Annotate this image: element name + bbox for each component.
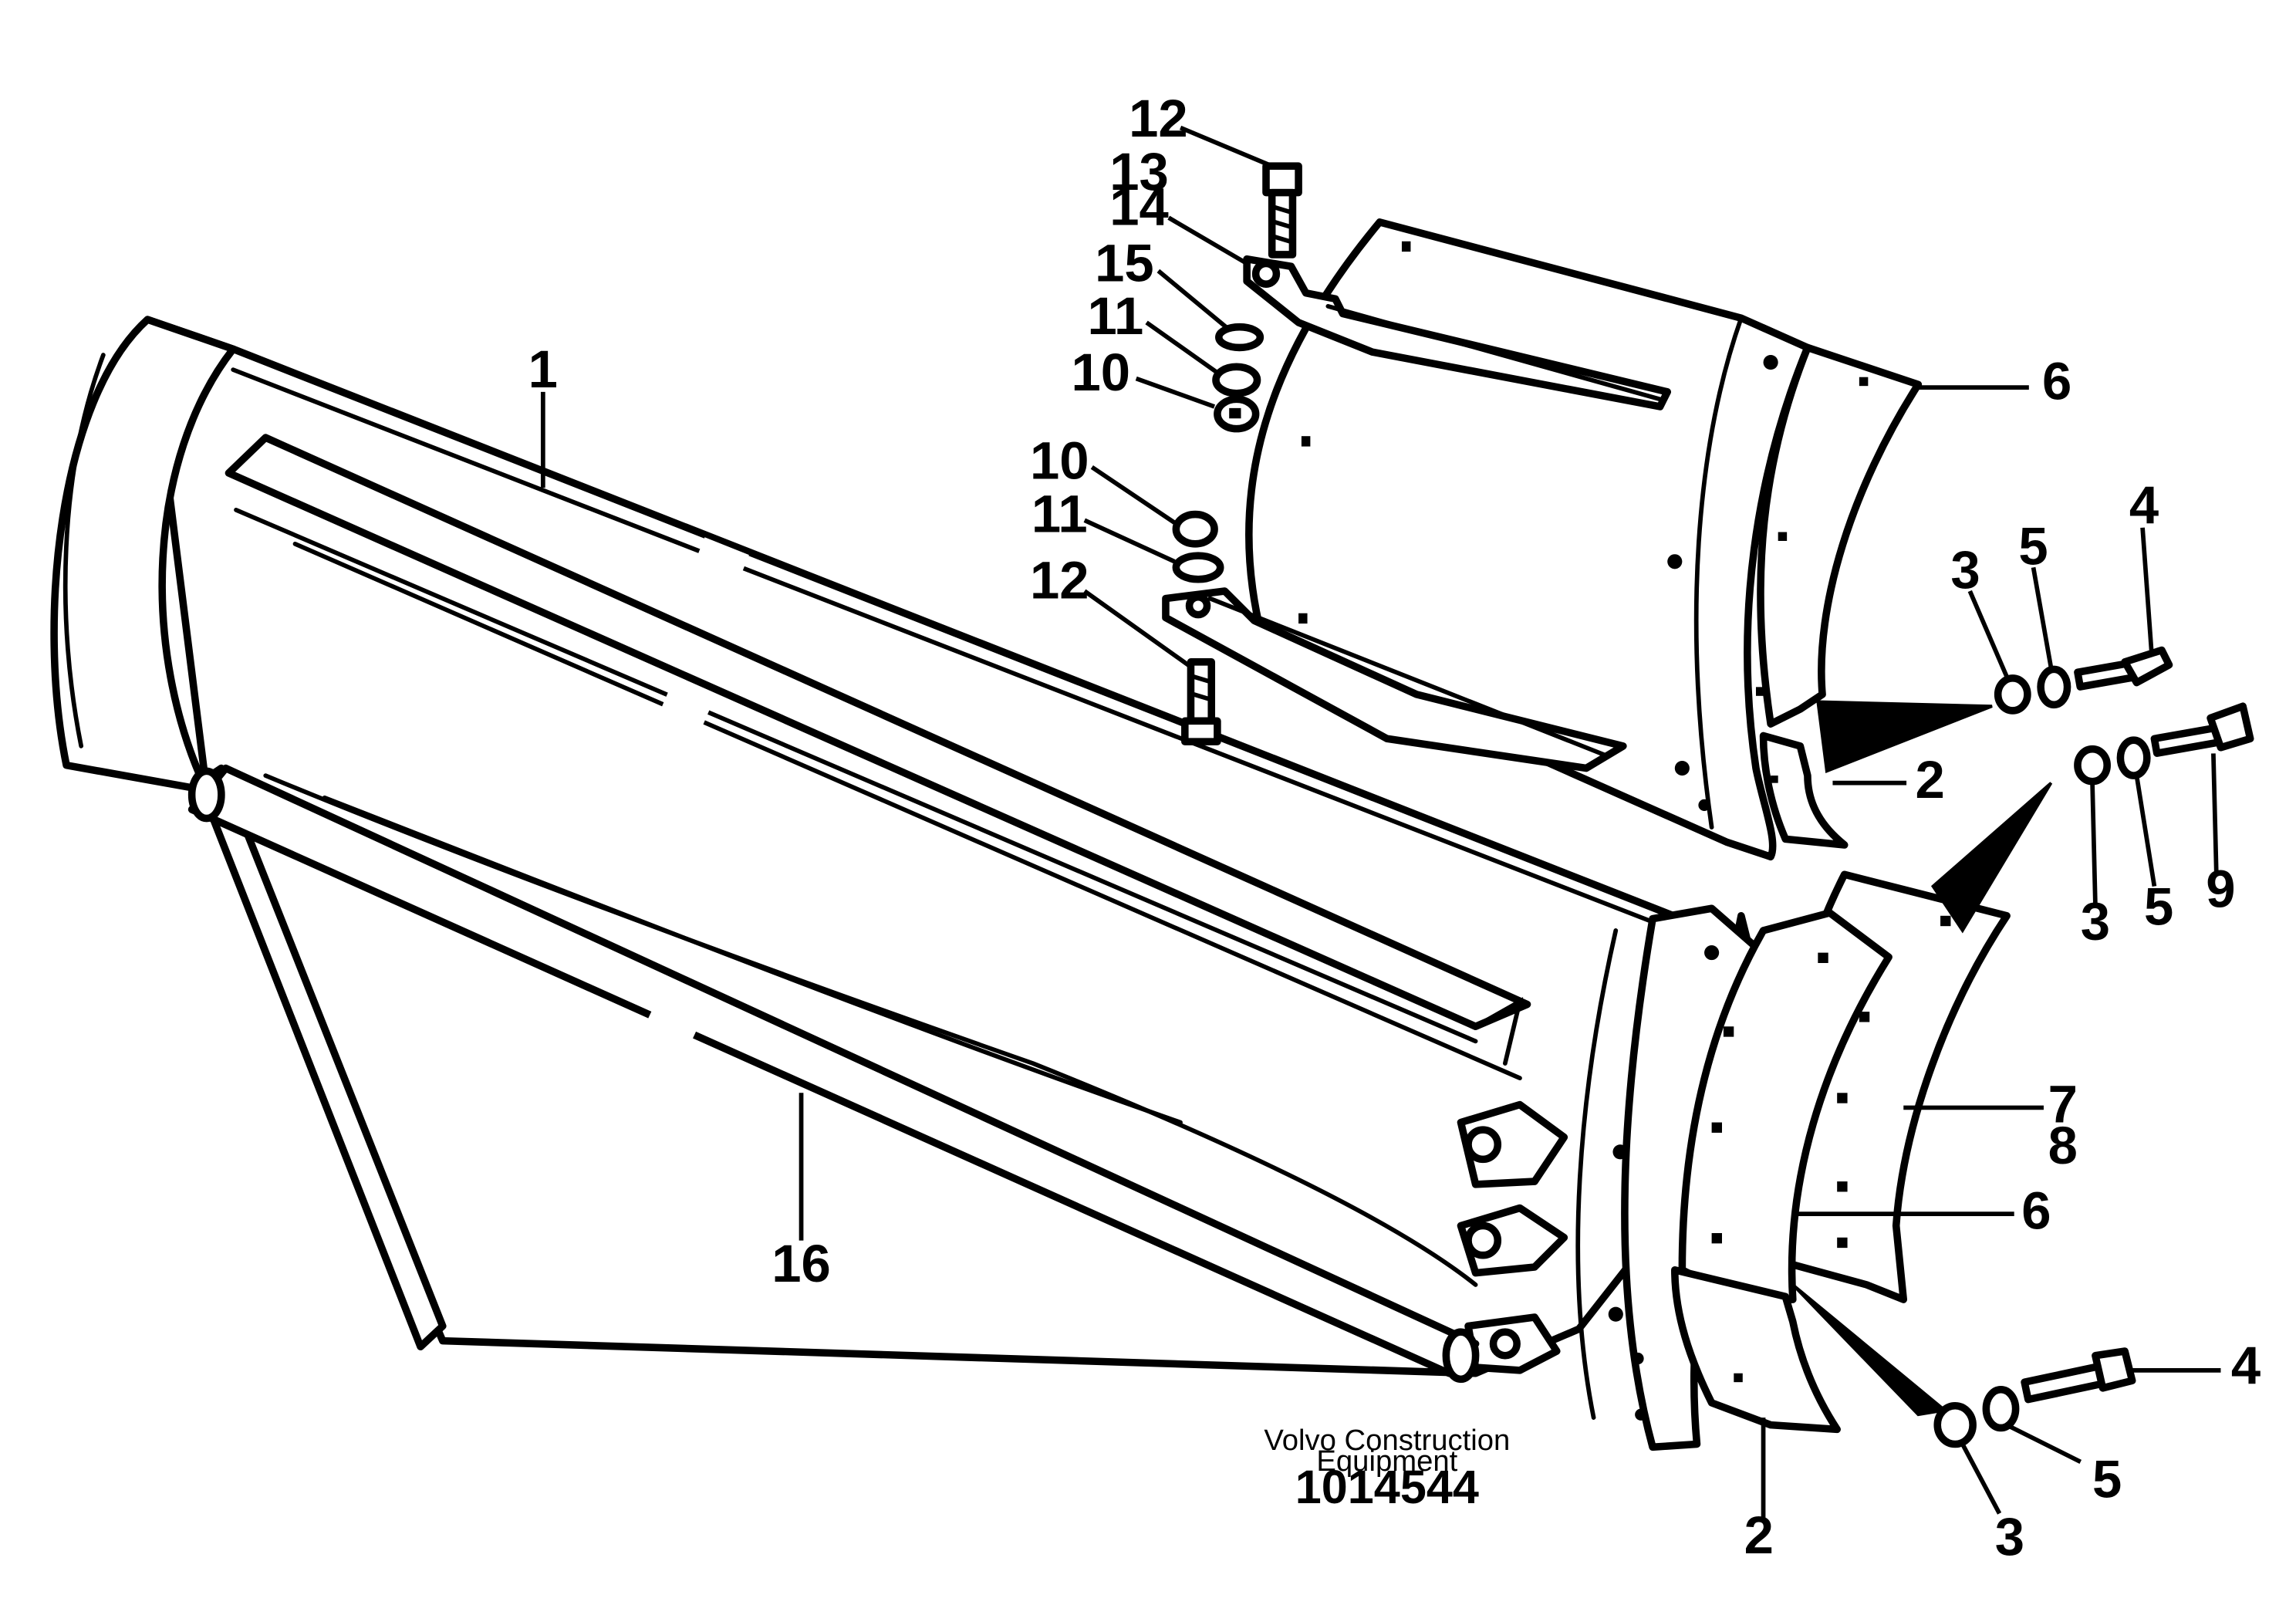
callout-10-mid: 10 — [1030, 431, 1089, 491]
brand-line-2: Equipment — [1316, 1445, 1457, 1478]
upper-bracket — [1243, 255, 1672, 411]
callout-14: 14 — [1109, 177, 1169, 237]
callout-8: 8 — [2048, 1116, 2078, 1175]
top-bolt-stack — [1212, 162, 1302, 433]
callout-5-top: 5 — [2018, 517, 2048, 576]
lower-bracket — [1162, 587, 1627, 772]
brand-line-1: Volvo Construction — [1264, 1424, 1510, 1457]
callout-12-top: 12 — [1129, 89, 1188, 148]
callout-2-lower: 2 — [1744, 1505, 1774, 1565]
rod — [187, 764, 1480, 1384]
callout-15: 15 — [1095, 233, 1154, 292]
drum-body — [50, 316, 1774, 1451]
callout-16: 16 — [772, 1234, 831, 1293]
callout-2-top: 2 — [1916, 750, 1945, 809]
callout-11-mid: 11 — [1032, 485, 1088, 544]
middle-right-fasteners — [1930, 702, 2254, 934]
leader-lines — [540, 125, 2221, 1521]
callout-5-lower: 5 — [2092, 1449, 2122, 1509]
callout-6-lower: 6 — [2021, 1181, 2051, 1240]
callout-7: 7 — [2048, 1075, 2078, 1134]
upper-blade-shoe — [1244, 218, 1923, 861]
document-number: 1014544 — [1295, 1461, 1479, 1513]
callout-1: 1 — [528, 340, 558, 399]
callout-4-lower: 4 — [2231, 1336, 2261, 1395]
callout-13: 13 — [1109, 142, 1169, 201]
lower-blade-shoe — [1671, 870, 2011, 1434]
lower-right-fasteners — [1791, 1283, 2136, 1448]
callout-6-top: 6 — [2042, 351, 2071, 411]
callout-5-mid: 5 — [2144, 877, 2173, 936]
callout-9: 9 — [2206, 859, 2235, 918]
callout-3-lower: 3 — [1995, 1507, 2024, 1566]
middle-bolt-stack — [1172, 510, 1224, 745]
callout-11-top: 11 — [1088, 286, 1144, 346]
callout-10-top: 10 — [1072, 343, 1131, 402]
callout-4-top: 4 — [2129, 475, 2159, 535]
callout-12-mid: 12 — [1030, 551, 1089, 610]
upper-right-fasteners — [1816, 646, 2173, 774]
callout-3-mid: 3 — [2081, 891, 2110, 951]
callout-3-top: 3 — [1950, 540, 1980, 600]
